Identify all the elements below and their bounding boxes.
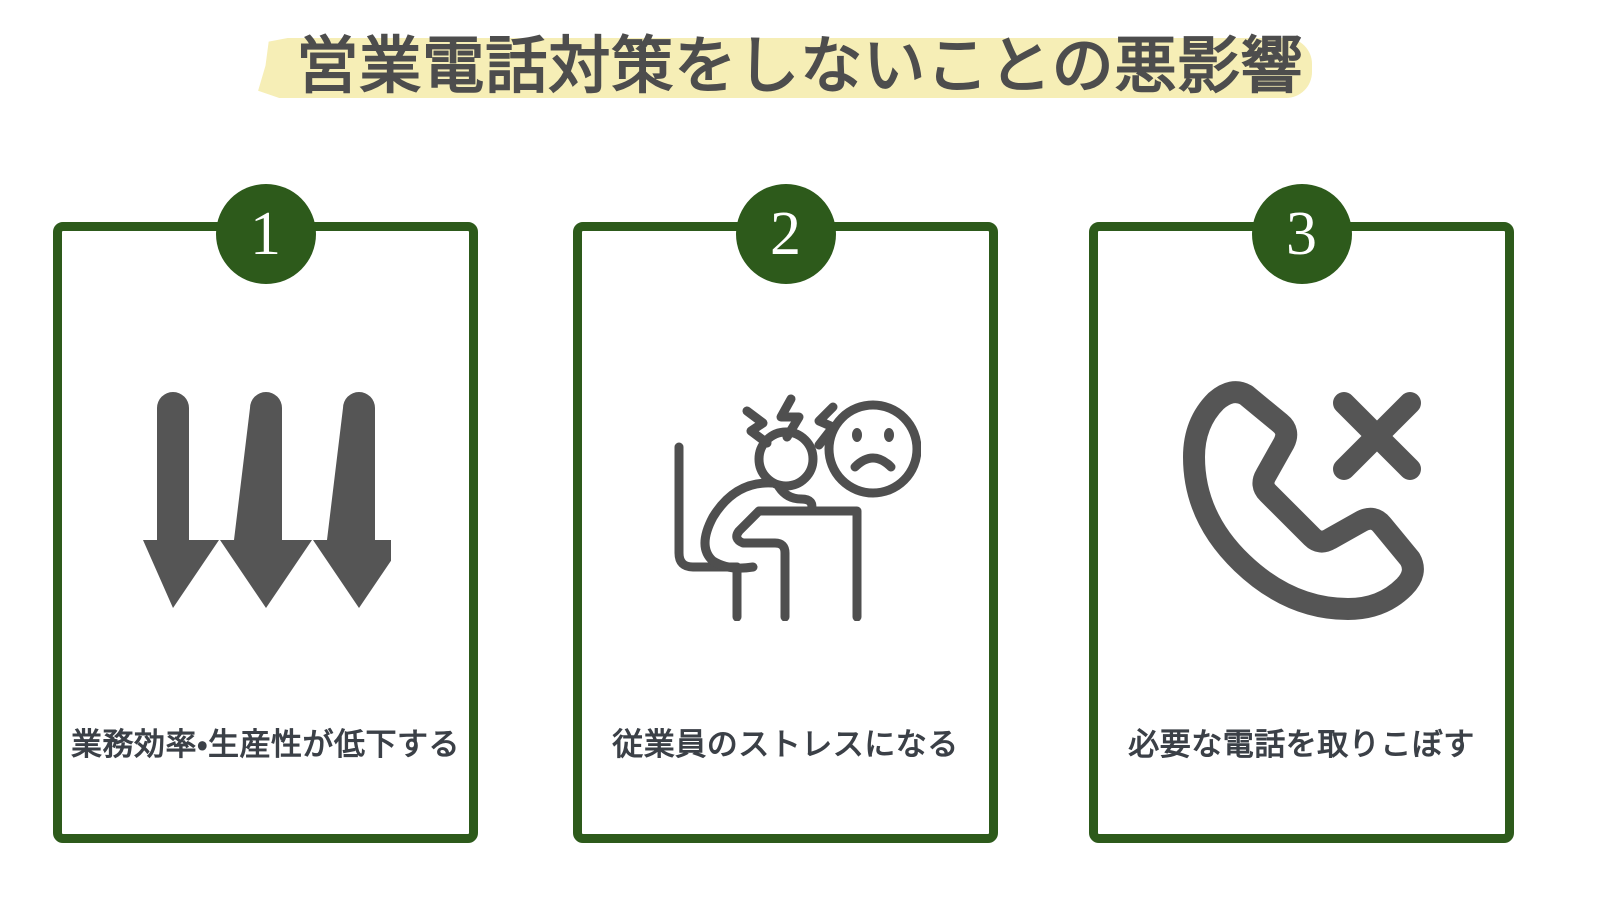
title-highlight-band bbox=[258, 38, 1312, 98]
missed-phone-call-icon bbox=[1098, 351, 1505, 641]
page-title: 営業電話対策をしないことの悪影響 bbox=[296, 32, 1304, 101]
stressed-person-at-desk-icon bbox=[582, 351, 989, 641]
card-label-3: 必要な電話を取りこぼす bbox=[1128, 727, 1475, 762]
impact-card-list: 1 業務効率・生産性が低下する 2 bbox=[0, 184, 1600, 862]
card-label-2: 従業員のストレスになる bbox=[612, 727, 959, 762]
impact-card-3[interactable]: 3 必要な電話を取りこぼす bbox=[1089, 184, 1514, 843]
slide-header: 営業電話対策をしないことの悪影響 bbox=[0, 18, 1600, 118]
impact-card-2[interactable]: 2 bbox=[573, 184, 998, 843]
card-number-badge-1: 1 bbox=[215, 184, 316, 284]
card-number-badge-2: 2 bbox=[735, 184, 836, 284]
three-down-arrows-icon bbox=[62, 351, 469, 641]
card-number-badge-3: 3 bbox=[1251, 184, 1352, 284]
card-label-1: 業務効率・生産性が低下する bbox=[70, 727, 461, 762]
impact-card-1[interactable]: 1 業務効率・生産性が低下する bbox=[53, 184, 478, 843]
